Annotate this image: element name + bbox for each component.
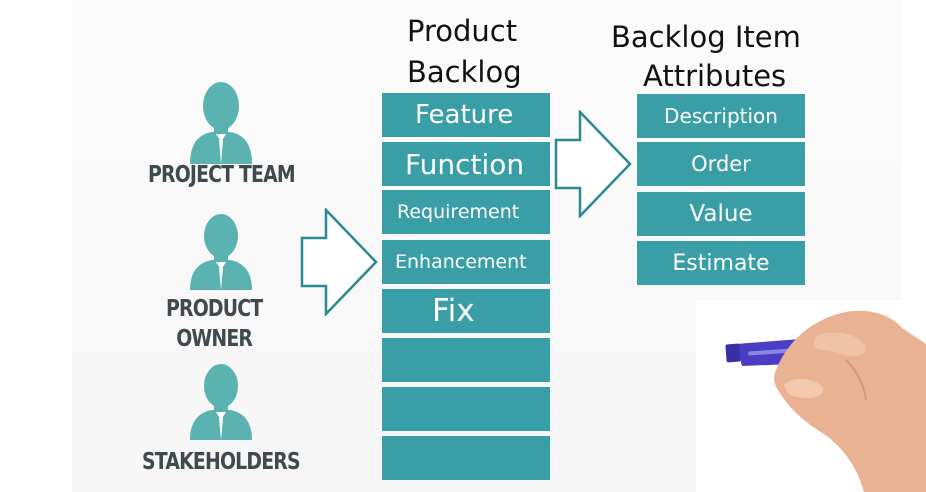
backlog-item-fix: Fix (382, 289, 550, 333)
backlog-item-empty (382, 338, 550, 382)
product-owner-person-icon (190, 214, 252, 290)
role-label-stakeholders: STAKEHOLDERS (142, 449, 301, 475)
backlog-item-empty (382, 387, 550, 431)
backlog-item-function: Function (382, 142, 550, 186)
backlog-item-enhancement: Enhancement (382, 240, 550, 284)
role-label-product-owner: PRODUCT OWNER (166, 296, 263, 352)
attribute-estimate: Estimate (637, 241, 805, 285)
stakeholders-person-icon (190, 364, 252, 440)
attributes-heading-line1: Backlog Item (611, 20, 801, 54)
backlog-item-feature: Feature (382, 93, 550, 137)
hand-with-marker-illustration (696, 300, 926, 492)
backlog-to-attributes-arrow (554, 110, 632, 218)
project-team-person-icon (190, 82, 252, 164)
product-backlog-heading-line1: Product (407, 14, 518, 48)
product-backlog-heading-line2: Backlog (407, 55, 522, 89)
role-label-project-team: PROJECT TEAM (148, 162, 296, 188)
roles-to-backlog-arrow (300, 208, 378, 316)
attribute-order: Order (637, 142, 805, 186)
attribute-value: Value (637, 192, 805, 236)
attributes-heading-line2: Attributes (643, 59, 787, 93)
backlog-item-empty (382, 436, 550, 480)
backlog-item-requirement: Requirement (382, 190, 550, 234)
attribute-description: Description (637, 94, 805, 138)
